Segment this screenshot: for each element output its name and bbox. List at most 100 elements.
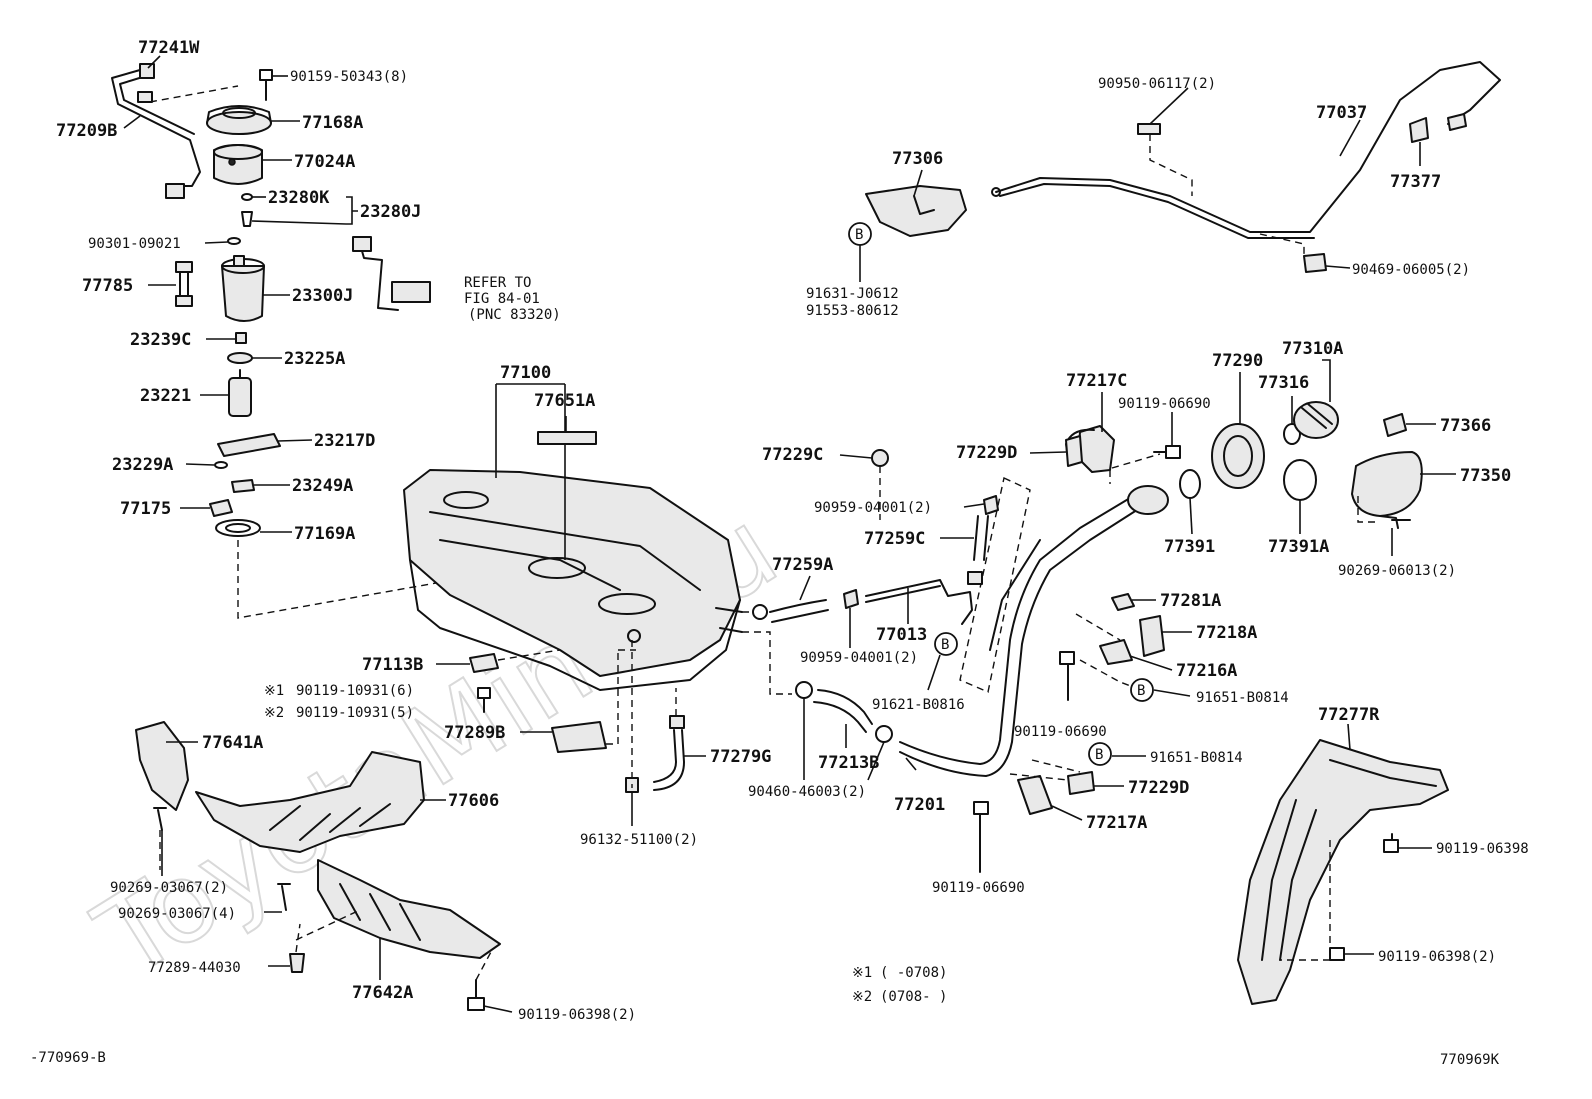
label-23217D: 23217D xyxy=(314,431,375,451)
lead-90950 xyxy=(1149,87,1189,125)
tank-nozzle2 xyxy=(719,627,743,633)
label-90460-46003: 90460-46003(2) xyxy=(748,784,866,800)
note1-mark: ※1 xyxy=(852,965,872,981)
label-77201: 77201 xyxy=(894,795,945,815)
label-90959-04001-a: 90959-04001(2) xyxy=(814,500,932,516)
part-23225A xyxy=(227,352,253,364)
connector-refer xyxy=(352,236,372,252)
label-77037: 77037 xyxy=(1316,103,1367,123)
hose-77279G-clamp xyxy=(669,715,685,729)
bolt-90119-10931 xyxy=(477,687,491,713)
label-77391A: 77391A xyxy=(1268,537,1329,557)
lead-77277R xyxy=(1347,723,1351,751)
lead-90959-a xyxy=(963,503,985,508)
label-23239C: 23239C xyxy=(130,330,191,350)
inlet-77290-inner xyxy=(1223,435,1253,477)
part-77175 xyxy=(209,499,233,517)
lever-77306 xyxy=(865,185,967,237)
ring-77168A-top xyxy=(206,105,272,124)
dash-cover-b xyxy=(295,923,493,981)
clip-77209B xyxy=(137,91,153,103)
pad-77651A xyxy=(537,431,597,445)
note2-mark-a: ※2 xyxy=(264,705,284,721)
label-90119-06690-b: 90119-06690 xyxy=(1014,724,1107,740)
bolt-90119-06398-b xyxy=(1383,833,1399,853)
dash-breather-box xyxy=(959,476,1031,693)
liner-77277R xyxy=(1237,739,1449,1005)
bolt-90119-06690-c xyxy=(973,801,989,873)
dash-77209B xyxy=(149,85,239,103)
label-90301-09021: 90301-09021 xyxy=(88,236,181,252)
label-77785: 77785 xyxy=(82,276,133,296)
fuel-tank-77100 xyxy=(403,383,743,793)
note2-text: (0708- ) xyxy=(880,989,947,1005)
dash-77113B xyxy=(497,649,561,661)
pipe-77013 xyxy=(865,579,973,625)
footer-right-code: 770969K xyxy=(1440,1052,1500,1068)
bracket-77229D-a xyxy=(1065,435,1083,467)
part-labels: 77241W 90159-50343(8) 77168A 77209B 7702… xyxy=(30,38,1529,1068)
label-90469-06005: 90469-06005(2) xyxy=(1352,262,1470,278)
part-23229A xyxy=(214,461,228,469)
label-90959-04001-b: 90959-04001(2) xyxy=(800,650,918,666)
ring-77391 xyxy=(1179,469,1201,499)
callout-b-2-text: B xyxy=(1137,683,1145,699)
bracket-77218A xyxy=(1139,615,1165,657)
leaders xyxy=(123,55,1456,1013)
clip-90959-a xyxy=(983,495,999,515)
refer-line3: (PNC 83320) xyxy=(468,307,561,323)
tank-nozzle1 xyxy=(715,607,743,613)
tank-drain xyxy=(627,629,641,643)
label-77113B: 77113B xyxy=(362,655,423,675)
label-77229D-b: 77229D xyxy=(1128,778,1189,798)
label-77259C: 77259C xyxy=(864,529,925,549)
label-77606: 77606 xyxy=(448,791,499,811)
cover-77642A-ribs xyxy=(339,883,421,941)
part-23249A xyxy=(231,479,255,493)
label-90119-10931-5: 90119-10931(5) xyxy=(296,705,414,721)
under-covers xyxy=(135,721,501,1011)
label-77642A: 77642A xyxy=(352,983,413,1003)
tube-77209B-inner xyxy=(119,75,195,135)
cover-77641A xyxy=(135,721,189,811)
clamp-90460-a xyxy=(795,681,813,699)
lead-90301 xyxy=(204,241,229,244)
pipe-77201-b xyxy=(899,507,1141,777)
label-77281A: 77281A xyxy=(1160,591,1221,611)
breather-line xyxy=(989,539,1041,651)
label-96132-51100: 96132-51100(2) xyxy=(580,832,698,848)
label-77310A: 77310A xyxy=(1282,339,1343,359)
label-77013: 77013 xyxy=(876,625,927,645)
label-23221: 23221 xyxy=(140,386,191,406)
lead-91651-a xyxy=(1153,689,1191,697)
lid-77350 xyxy=(1351,451,1423,517)
lead-77306 xyxy=(913,169,923,197)
dash-77259A xyxy=(742,611,792,695)
callout-b-1-text: B xyxy=(855,227,863,243)
label-77290: 77290 xyxy=(1212,351,1263,371)
bolt-90119-06398 xyxy=(467,979,485,1011)
bracket-77113B xyxy=(469,653,499,673)
footer-left-code: -770969-B xyxy=(30,1050,106,1066)
cable-end xyxy=(991,187,1001,197)
bolt-90269-b xyxy=(277,883,291,911)
lead-77241W xyxy=(147,55,161,69)
dash-90950 xyxy=(1149,134,1193,196)
wire-77785-bot xyxy=(175,295,193,307)
dash-brackets xyxy=(1075,613,1137,689)
lead-77310A xyxy=(1322,359,1331,402)
callout-b-3 xyxy=(934,632,958,656)
label-77279G: 77279G xyxy=(710,747,771,767)
hose-77213B xyxy=(813,689,873,733)
lead-23280J xyxy=(251,196,358,225)
hose-77259C xyxy=(973,515,989,561)
label-90269-06013: 90269-06013(2) xyxy=(1338,563,1456,579)
wire-refer xyxy=(361,250,399,311)
bracket-77289B xyxy=(551,721,607,753)
label-90159-50343: 90159-50343(8) xyxy=(290,69,408,85)
tank-pump-opening xyxy=(528,557,586,579)
pipe-77201-mouth xyxy=(1127,485,1169,515)
gasket-77169A-inner xyxy=(225,523,251,533)
hose-77279G xyxy=(653,729,677,783)
